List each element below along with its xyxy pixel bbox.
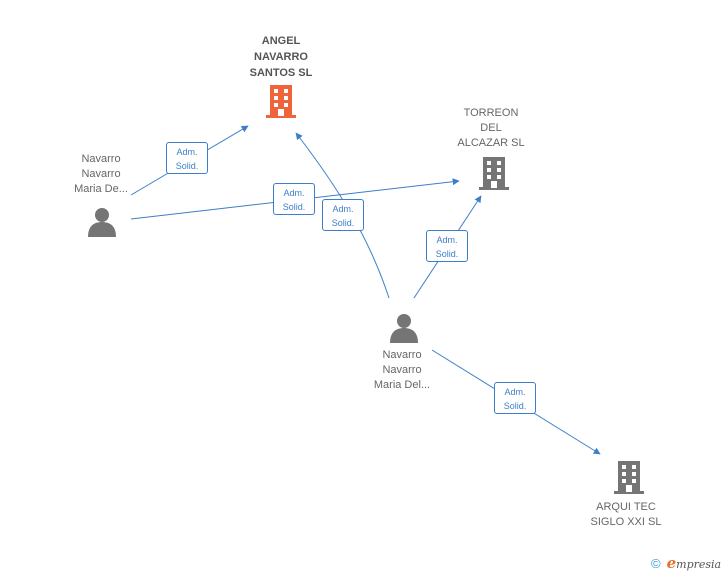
node-label-line: DEL — [480, 122, 502, 134]
edge-label-line: Solid. — [331, 218, 355, 228]
node-label-line: Navarro — [382, 349, 422, 361]
node-label-torreon[interactable]: TORREON DEL ALCAZAR SL — [446, 106, 536, 151]
node-label-line: TORREON — [463, 107, 519, 119]
brand-initial: e — [666, 554, 677, 572]
node-label-person-center[interactable]: Navarro Navarro Maria Del... — [356, 348, 448, 393]
person-icon[interactable] — [88, 208, 116, 237]
edge-label-line: Adm. — [504, 387, 526, 397]
brand-logo[interactable]: empresia — [667, 554, 722, 572]
node-label-line: Navarro — [81, 168, 121, 180]
node-label-line: SIGLO XXI SL — [590, 516, 662, 528]
copyright-icon: © — [651, 555, 661, 571]
brand-name: mpresia — [676, 558, 722, 571]
node-label-line: Navarro — [81, 153, 121, 165]
edge-label-line: Solid. — [435, 249, 459, 259]
node-label-line: ALCAZAR SL — [457, 137, 525, 149]
edge-label-line: Adm. — [283, 188, 305, 198]
edge-label-person-left-torreon[interactable]: Adm. Solid. — [273, 183, 315, 215]
node-label-line: Navarro — [382, 364, 422, 376]
node-label-line: Maria Del... — [373, 379, 431, 391]
person-icon[interactable] — [390, 314, 418, 343]
node-label-line: ARQUI TEC — [596, 501, 656, 513]
edge-label-line: Solid. — [282, 202, 306, 212]
edge-label-person-center-arquitec[interactable]: Adm. Solid. — [494, 382, 536, 414]
edge-label-line: Solid. — [503, 401, 527, 411]
edge-label-line: Adm. — [176, 147, 198, 157]
node-label-line: SANTOS SL — [249, 67, 313, 79]
node-label-line: NAVARRO — [254, 51, 308, 63]
edge-label-person-center-torreon[interactable]: Adm. Solid. — [426, 230, 468, 262]
edge-label-line: Solid. — [175, 161, 199, 171]
node-label-line: Maria De... — [74, 183, 128, 195]
footer-brand: © empresia — [651, 554, 722, 572]
edge-label-person-center-angel[interactable]: Adm. Solid. — [322, 199, 364, 231]
building-icon[interactable] — [479, 157, 509, 190]
building-icon[interactable] — [266, 85, 296, 118]
edge-label-person-left-angel[interactable]: Adm. Solid. — [166, 142, 208, 174]
edge-label-line: Adm. — [332, 204, 354, 214]
edge-label-line: Adm. — [436, 235, 458, 245]
node-label-arquitec[interactable]: ARQUI TEC SIGLO XXI SL — [576, 500, 676, 530]
building-icon[interactable] — [614, 461, 644, 494]
node-label-angel-navarro[interactable]: ANGEL NAVARRO SANTOS SL — [231, 33, 331, 81]
node-label-person-left[interactable]: Navarro Navarro Maria De... — [55, 152, 147, 197]
node-label-line: ANGEL — [261, 35, 301, 47]
